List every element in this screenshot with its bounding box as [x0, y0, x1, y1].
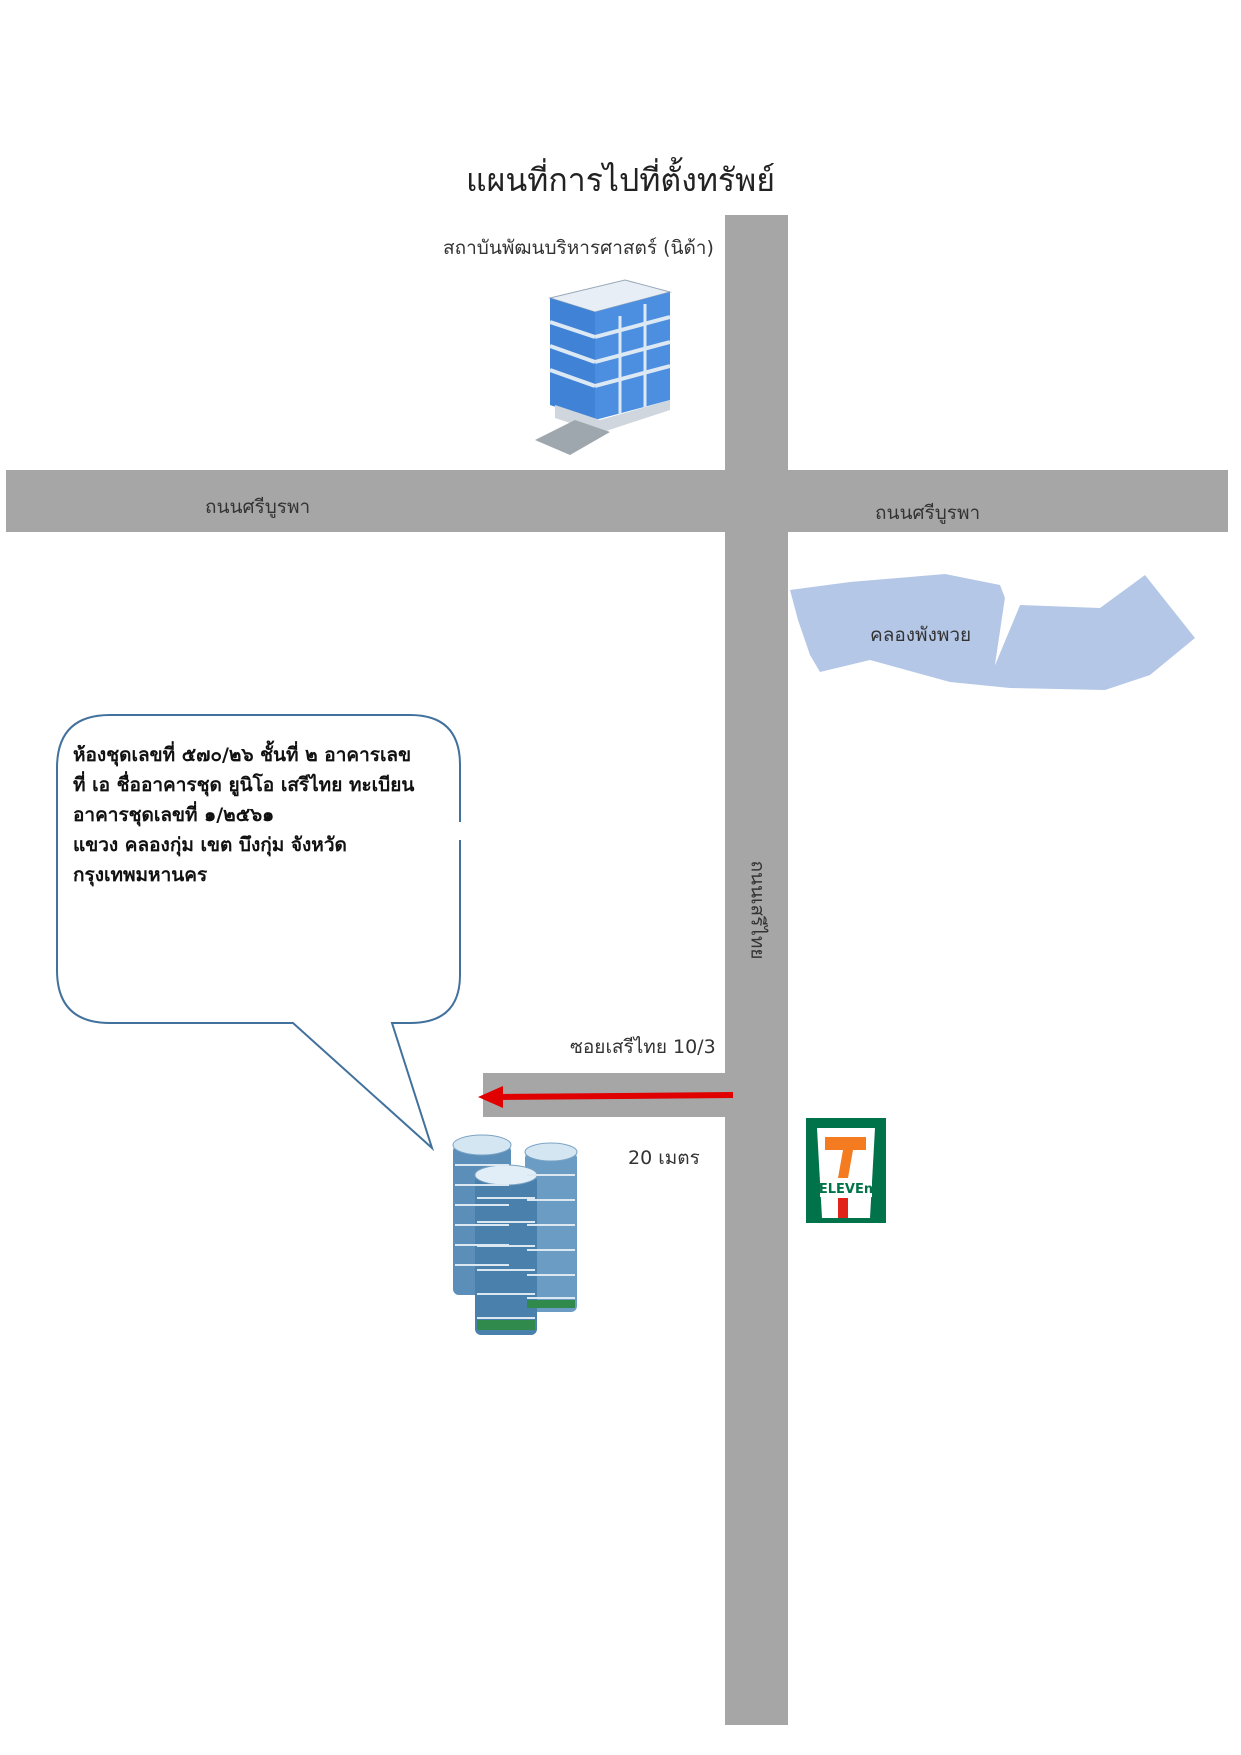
arrow-head: [478, 1086, 503, 1108]
nida-building-icon: [535, 279, 672, 455]
callout-bubble: [56, 714, 461, 1152]
road-label-right: ถนนศรีบูรพา: [875, 502, 981, 524]
callout-gap: [454, 822, 466, 840]
callout-text: ห้องชุดเลขที่ ๕๗๐/๒๖ ชั้นที่ ๒ อาคารเลข …: [73, 740, 473, 890]
callout-line: ที่ เอ ชื่ออาคารชุด ยูนิโอ เสรีไทย ทะเบี…: [73, 774, 415, 796]
canal-shape: [790, 574, 1195, 690]
canal-notch: [995, 598, 1020, 665]
seven-eleven-logo: ELEVEn: [806, 1118, 886, 1223]
direction-arrow: [499, 1092, 734, 1100]
vertical-road: [725, 215, 788, 1725]
road-label-left: ถนนศรีบูรพา: [205, 496, 311, 518]
callout-line: แขวง คลองกุ่ม เขต บึงกุ่ม จังหวัด: [73, 834, 347, 856]
vertical-road-label: ถนนเสรีไทย: [746, 860, 769, 960]
callout-line: อาคารชุดเลขที่ ๑/๒๕๖๑: [73, 804, 275, 826]
main-road: [6, 470, 1228, 532]
nida-label: สถาบันพัฒนบริหารศาสตร์ (นิด้า): [443, 237, 714, 259]
callout-line: กรุงเทพมหานคร: [73, 864, 208, 886]
map-title: แผนที่การไปที่ตั้งทรัพย์: [466, 161, 775, 199]
distance-label: 20 เมตร: [628, 1147, 700, 1169]
condo-building-icon: [452, 1134, 578, 1335]
soi-label: ซอยเสรีไทย 10/3: [570, 1036, 716, 1058]
svg-text:ELEVEn: ELEVEn: [819, 1182, 873, 1197]
callout-line: ห้องชุดเลขที่ ๕๗๐/๒๖ ชั้นที่ ๒ อาคารเลข: [73, 744, 412, 766]
canal-label: คลองพังพวย: [870, 624, 972, 646]
